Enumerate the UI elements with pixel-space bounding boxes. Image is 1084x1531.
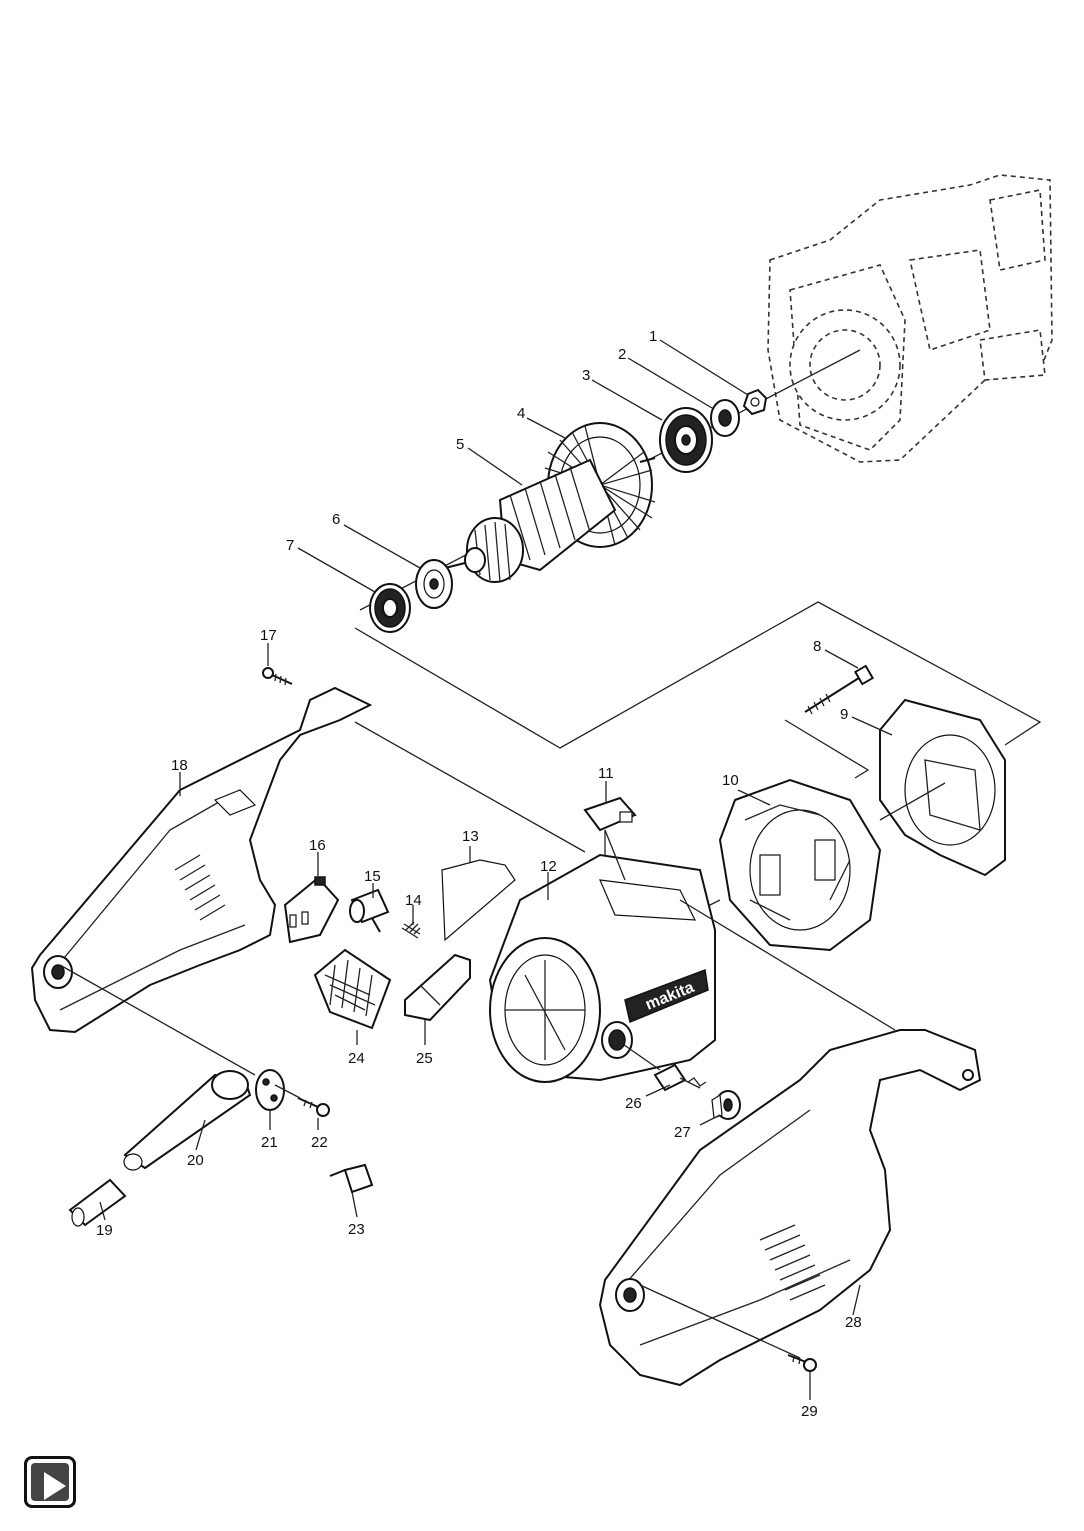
part-29-screw (787, 1354, 817, 1372)
part-11-switch (583, 796, 637, 860)
part-3-ball-bearing (659, 407, 713, 473)
part-24-air-filter (313, 948, 392, 1030)
callout-27: 27 (674, 1124, 691, 1141)
callout-26: 26 (625, 1095, 642, 1112)
callout-15: 15 (364, 868, 381, 885)
callout-5: 5 (456, 436, 464, 453)
callout-11: 11 (598, 765, 614, 782)
next-page-button[interactable] (24, 1456, 76, 1508)
play-icon (31, 1463, 69, 1501)
callout-29: 29 (801, 1403, 818, 1420)
callout-14: 14 (405, 892, 422, 909)
part-14-spring (401, 921, 421, 939)
callout-6: 6 (332, 511, 340, 528)
part-23-cord-clip (329, 1163, 374, 1194)
gear-housing (767, 174, 1053, 463)
part-17-screw (262, 667, 293, 686)
callout-4: 4 (517, 405, 525, 422)
part-26-carbon-brush (653, 1063, 707, 1092)
part-2-bearing-retainer (710, 399, 740, 437)
callout-labels: 1 2 3 4 5 6 7 8 9 10 11 12 13 14 15 16 1… (96, 328, 862, 1420)
part-1-nut (742, 388, 768, 416)
callout-12: 12 (540, 858, 557, 875)
part-10-field-stator (718, 778, 882, 952)
part-7-ball-bearing (369, 583, 411, 633)
part-28-handle-housing-right (598, 1029, 982, 1387)
part-25-switch-lever (404, 953, 471, 1022)
callout-16: 16 (309, 837, 326, 854)
part-20-cord-guard (123, 1070, 252, 1171)
callout-9: 9 (840, 706, 848, 723)
callout-18: 18 (171, 757, 188, 774)
callout-1: 1 (649, 328, 657, 345)
callout-13: 13 (462, 828, 479, 845)
part-16-terminal-block (283, 876, 340, 944)
part-4-5-armature (444, 422, 656, 583)
callout-3: 3 (582, 367, 590, 384)
callout-10: 10 (722, 772, 739, 789)
part-21-strain-relief (255, 1069, 285, 1111)
callout-23: 23 (348, 1221, 365, 1238)
part-6-insulation-washer (415, 559, 453, 609)
part-13-label-plate (441, 859, 516, 942)
callout-24: 24 (348, 1050, 365, 1067)
callout-2: 2 (618, 346, 626, 363)
callout-22: 22 (311, 1134, 328, 1151)
part-22-screw (297, 1097, 330, 1117)
part-12-motor-housing (488, 853, 716, 1083)
callout-28: 28 (845, 1314, 862, 1331)
part-18-handle-housing-left (30, 686, 373, 1034)
callout-25: 25 (416, 1050, 433, 1067)
part-8-bolt (804, 664, 875, 715)
leader-lines (99, 339, 893, 1400)
part-9-baffle-plate (879, 698, 1006, 877)
callout-8: 8 (813, 638, 821, 655)
callout-19: 19 (96, 1222, 113, 1239)
part-19-cord-sleeve (68, 1178, 127, 1227)
part-15-lock-lever (349, 888, 390, 933)
callout-20: 20 (187, 1152, 204, 1169)
callout-7: 7 (286, 537, 294, 554)
part-27-brush-holder-cap (711, 1090, 741, 1120)
callout-21: 21 (261, 1134, 278, 1151)
callout-17: 17 (260, 627, 277, 644)
